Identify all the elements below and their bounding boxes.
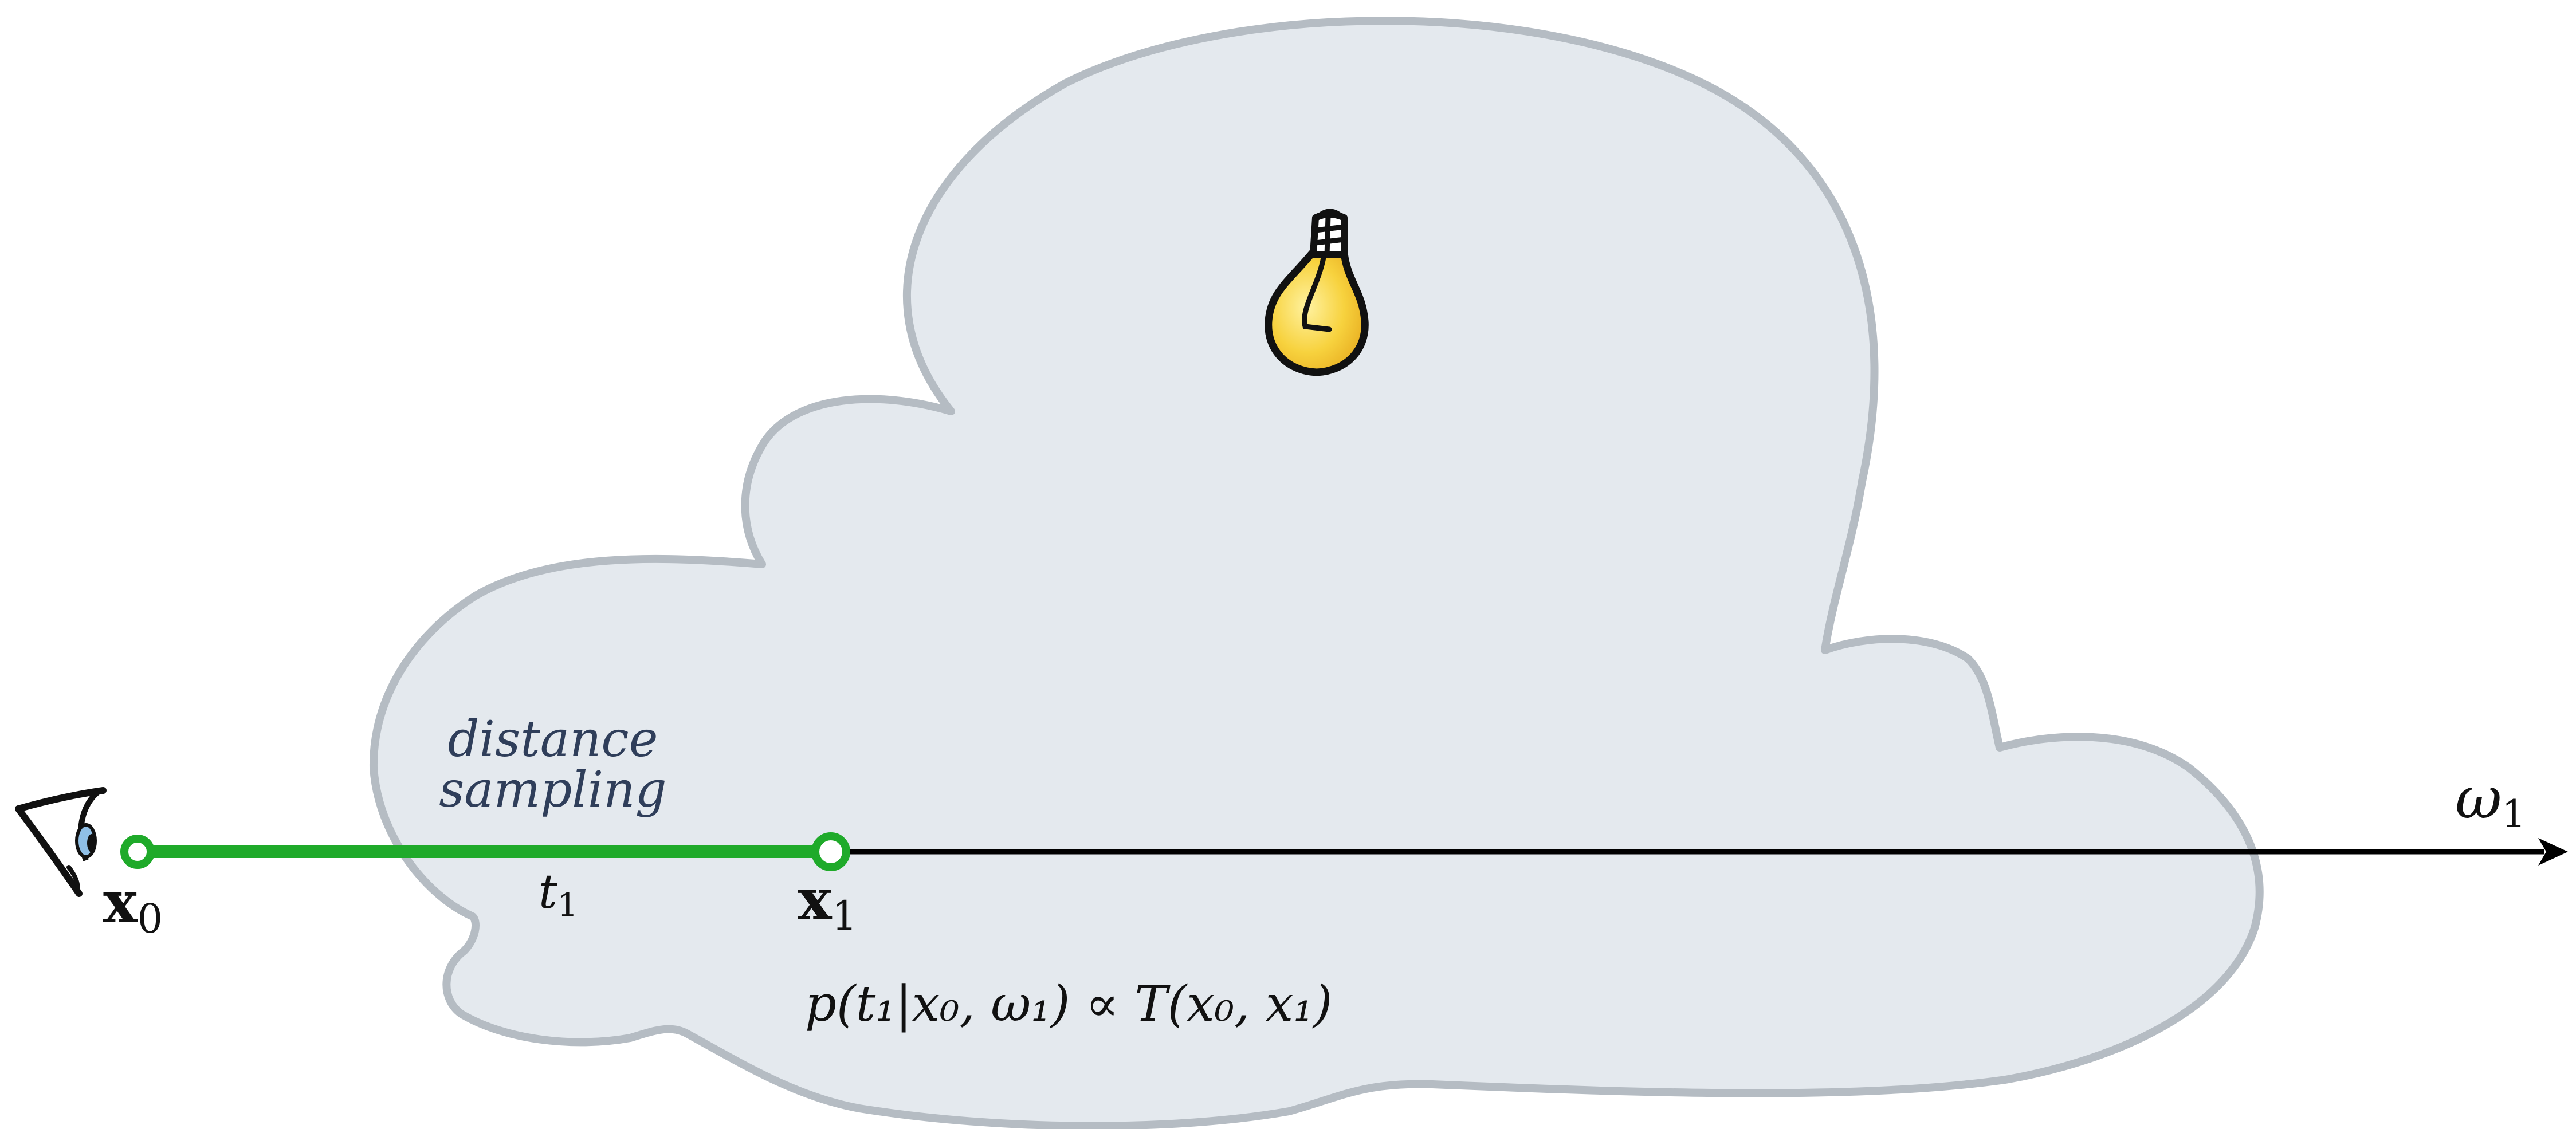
ray-arrowhead [2538, 838, 2568, 866]
participating-medium-cloud [369, 17, 2264, 1129]
origin-point-marker [120, 835, 155, 869]
distance-label: t1 [539, 865, 578, 924]
direction-label: ω1 [2455, 765, 2526, 836]
sampling-pdf-formula: p(t₁|x₀, ω₁) ∝ T(x₀, x₁) [805, 975, 1332, 1033]
annotation-distance: distance [448, 711, 658, 768]
sample-point-marker [811, 832, 850, 871]
light-bulb-icon [1265, 209, 1369, 376]
eye-icon [15, 787, 107, 897]
origin-point-label: x0 [103, 868, 163, 942]
annotation-sampling: sampling [439, 761, 666, 819]
sample-point-label: x1 [798, 866, 857, 939]
